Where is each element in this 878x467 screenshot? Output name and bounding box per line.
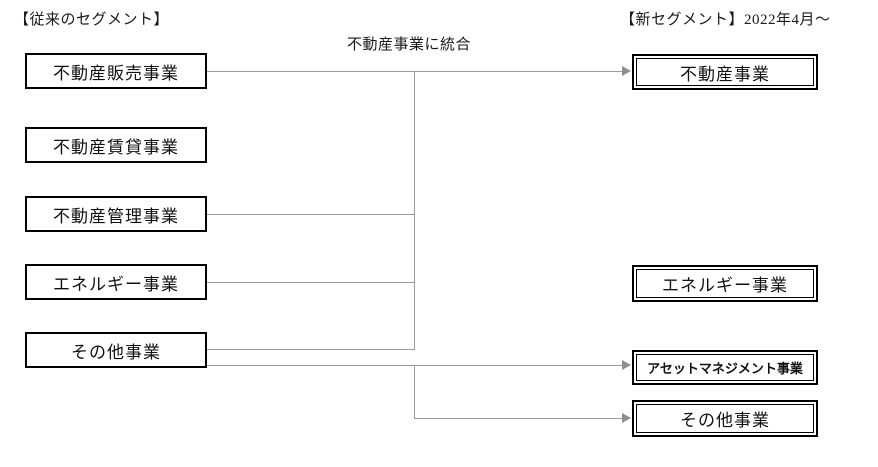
new-segment-box-real-estate: 不動産事業 [632,54,818,90]
old-segment-box-real-estate-management: 不動産管理事業 [25,196,207,232]
new-segments-heading: 【新セグメント】2022年4月～ [620,12,831,28]
new-segment-box-energy-label: エネルギー事業 [636,269,814,298]
connector-leasing-to-trunk [207,214,415,215]
connector-other-to-asset-management [207,365,625,366]
connector-management-to-trunk [207,282,415,283]
new-segment-box-other: その他事業 [632,400,818,437]
merge-annotation-label: 不動産事業に統合 [347,37,472,53]
new-segment-box-real-estate-label: 不動産事業 [636,58,814,86]
old-segment-box-real-estate-sales: 不動産販売事業 [25,53,207,89]
arrowhead-to-real-estate-icon [622,66,631,76]
connector-drop-to-other [414,365,415,418]
old-segment-box-other: その他事業 [25,332,207,368]
new-segment-box-other-label: その他事業 [636,404,814,433]
connector-sales-to-real-estate [207,71,625,72]
old-segment-box-energy: エネルギー事業 [25,264,207,300]
connector-to-new-other [414,418,625,419]
new-segment-box-asset-management-label: アセットマネジメント事業 [636,354,814,381]
legacy-segments-heading: 【従来のセグメント】 [14,12,170,28]
connector-vertical-trunk [414,71,415,350]
old-segment-box-real-estate-leasing: 不動産賃貸事業 [25,127,207,163]
new-segment-box-energy: エネルギー事業 [632,265,818,302]
connector-other-to-trunk [207,349,415,350]
arrowhead-to-asset-management-icon [622,360,631,370]
arrowhead-to-new-other-icon [622,413,631,423]
new-segment-box-asset-management: アセットマネジメント事業 [632,350,818,385]
